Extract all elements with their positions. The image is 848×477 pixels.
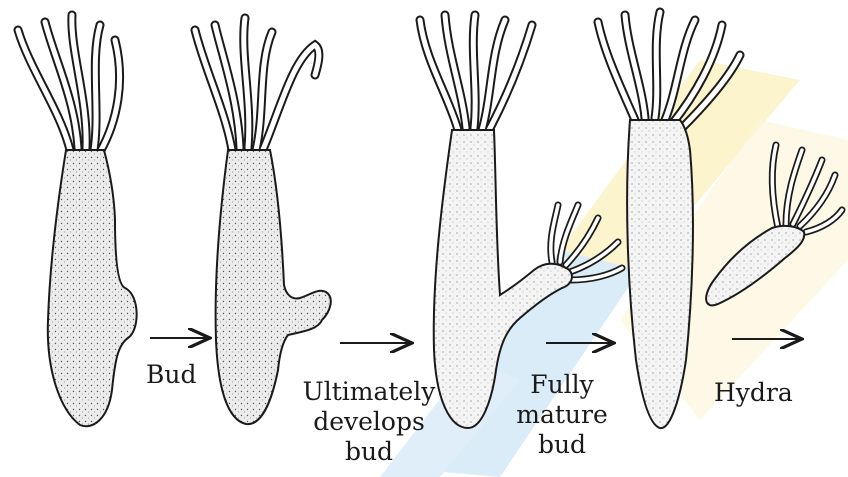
label-line-3: bud xyxy=(512,430,612,460)
label-fully-mature-bud: Fully mature bud xyxy=(512,370,612,460)
label-line-2: mature xyxy=(512,400,612,430)
label-line-3: bud xyxy=(294,437,444,467)
label-line-2: develops xyxy=(294,407,444,437)
label-ultimately-develops-bud: Ultimately develops bud xyxy=(294,377,444,467)
hydra-stage-2 xyxy=(195,18,331,424)
label-line-1: Fully xyxy=(512,370,612,400)
label-bud: Bud xyxy=(146,360,196,390)
label-hydra: Hydra xyxy=(714,378,793,408)
body xyxy=(627,120,693,428)
tentacles xyxy=(18,15,120,152)
hydra-stage-1 xyxy=(18,15,137,426)
body xyxy=(48,150,137,426)
label-line-1: Ultimately xyxy=(294,377,444,407)
